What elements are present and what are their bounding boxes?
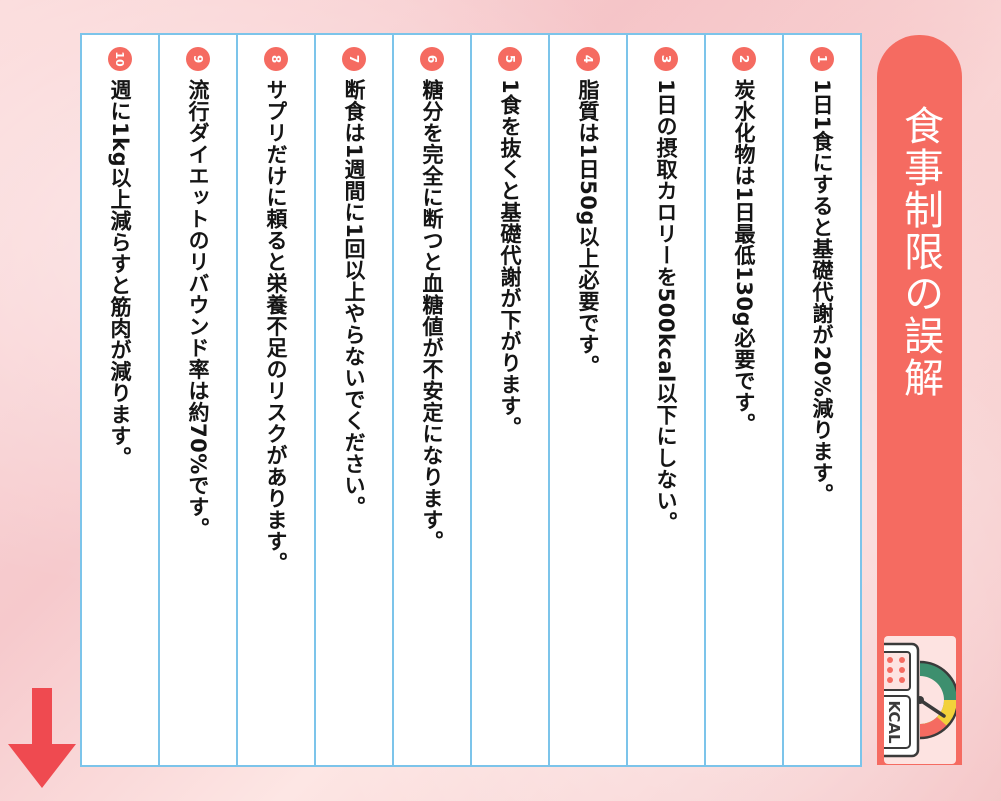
item-text: 断食は1週間に1回以上やらないでください。 (342, 79, 366, 518)
item-text: 1食を抜くと基礎代謝が下がります。 (498, 79, 522, 439)
list-item: 8 サプリだけに頼ると栄養不足のリスクがあります。 (236, 35, 314, 765)
item-text: 流行ダイエットのリバウンド率は約70%です。 (186, 79, 210, 540)
item-number-badge: 6 (420, 47, 444, 71)
item-text: 1日1食にすると基礎代謝が20%減ります。 (810, 79, 834, 505)
icon-card: KCAL (870, 636, 960, 764)
list-item: 3 1日の摂取カロリーを500kcal以下にしない。 (626, 35, 704, 765)
item-text: 週に1kg以上減らすと筋肉が減ります。 (108, 79, 132, 469)
item-text: 脂質は1日50g以上必要です。 (576, 79, 600, 377)
page-title: 食事制限の誤解 (897, 105, 943, 399)
list-item: 9 流行ダイエットのリバウンド率は約70%です。 (158, 35, 236, 765)
list-item: 7 断食は1週間に1回以上やらないでください。 (314, 35, 392, 765)
item-number-badge: 9 (186, 47, 210, 71)
kcal-label: KCAL (885, 700, 903, 744)
list-item: 5 1食を抜くと基礎代謝が下がります。 (470, 35, 548, 765)
calorie-meter-icon: KCAL (870, 642, 960, 758)
item-number-badge: 2 (732, 47, 756, 71)
item-number-badge: 1 (810, 47, 834, 71)
list-item: 10 週に1kg以上減らすと筋肉が減ります。 (82, 35, 158, 765)
item-number-badge: 7 (342, 47, 366, 71)
item-number-badge: 10 (108, 47, 132, 71)
list-item: 2 炭水化物は1日最低130g必要です。 (704, 35, 782, 765)
list-item: 6 糖分を完全に断つと血糖値が不安定になります。 (392, 35, 470, 765)
list-item: 4 脂質は1日50g以上必要です。 (548, 35, 626, 765)
item-text: 炭水化物は1日最低130g必要です。 (732, 79, 756, 435)
item-text: 1日の摂取カロリーを500kcal以下にしない。 (654, 79, 678, 534)
item-number-badge: 4 (576, 47, 600, 71)
arrow-down-icon (8, 688, 76, 788)
item-number-badge: 5 (498, 47, 522, 71)
item-number-badge: 8 (264, 47, 288, 71)
list-item: 1 1日1食にすると基礎代謝が20%減ります。 (782, 35, 860, 765)
misconception-table: 1 1日1食にすると基礎代謝が20%減ります。 2 炭水化物は1日最低130g必要です… (80, 33, 862, 767)
item-text: 糖分を完全に断つと血糖値が不安定になります。 (420, 79, 444, 552)
item-text: サプリだけに頼ると栄養不足のリスクがあります。 (264, 79, 288, 574)
item-number-badge: 3 (654, 47, 678, 71)
